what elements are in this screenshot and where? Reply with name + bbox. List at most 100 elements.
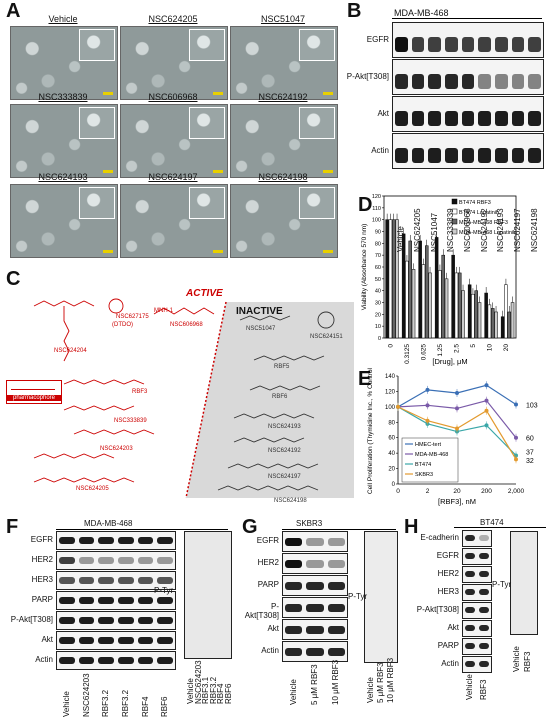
panel-b-band [511, 147, 525, 164]
active-compound-name: RBF3 [132, 389, 148, 395]
panel-g-band [285, 604, 303, 612]
panel-h-blot-strip [462, 530, 492, 547]
panel-f-row-label: HER2 [31, 555, 53, 564]
scale-bar [103, 250, 113, 253]
scale-bar [213, 92, 223, 95]
panel-f-blot-strip [56, 631, 176, 650]
panel-g-row-label: P-Akt[T308] [244, 602, 279, 620]
bar [494, 311, 498, 339]
panel-h-band [479, 607, 489, 613]
micrograph-label: NSC51047 [260, 14, 306, 24]
panel-f-band [157, 537, 173, 544]
panel-g-band [327, 560, 345, 568]
x-tick-label: 2,000 [508, 488, 525, 495]
active-compound-name: NSC624203 [100, 446, 133, 452]
panel-b-lane-label: Vehicle [396, 226, 406, 252]
panel-b-band [461, 36, 475, 53]
panel-b-lane-label: NSC624192 [479, 208, 489, 252]
x-tick-label: 0.3125 [404, 344, 411, 364]
bar [500, 316, 505, 339]
panel-h-ptyr-label: P-Tyr [492, 580, 512, 589]
scale-bar [323, 170, 333, 173]
inactive-compound-name: NSC624198 [274, 498, 307, 504]
panel-f-band [78, 577, 95, 584]
panel-f-blot-strip [56, 611, 176, 630]
panel-f-row-label: EGFR [30, 535, 53, 544]
y-tick-label: 110 [372, 206, 381, 212]
end-value-label: 60 [526, 436, 534, 443]
panel-h-ptyr-blot [510, 531, 538, 635]
panel-b-band [445, 36, 458, 53]
bar [458, 272, 462, 339]
panel-b-band [528, 147, 541, 164]
panel-b-band [528, 73, 541, 90]
panel-b-band [461, 73, 475, 90]
panel-f-band [118, 597, 134, 604]
panel-f-row-label: P-Akt[T308] [10, 615, 53, 624]
panel-b-band [428, 36, 441, 53]
panel-g-title: SKBR3 [296, 519, 323, 528]
panel-g-band [285, 648, 303, 656]
bar [438, 270, 442, 339]
panel-f-band [59, 657, 75, 664]
inactive-compound-name: RBF6 [272, 394, 288, 400]
panel-b-band [428, 73, 441, 90]
panel-b-row-label: P-Akt[T308] [346, 71, 389, 81]
panel-g-band [327, 648, 345, 656]
panel-f-band [78, 657, 95, 664]
bar [385, 219, 389, 339]
bar [471, 293, 475, 339]
active-label: ACTIVE [186, 288, 223, 299]
panel-f-lane-label: Vehicle [61, 691, 71, 717]
micrograph-inset [299, 107, 335, 139]
panel-g-blot-strip [282, 641, 348, 662]
bar [418, 240, 422, 339]
panel-b-band [495, 36, 508, 53]
bar [401, 233, 406, 339]
panel-g-row-label: EGFR [256, 536, 279, 545]
panel-b-row-label: Akt [377, 108, 389, 118]
scale-bar [103, 92, 113, 95]
panel-b-band [395, 110, 408, 127]
panel-g-band [285, 626, 303, 634]
inactive-compound-name: NSC624192 [268, 448, 301, 454]
micrograph-image [230, 26, 338, 100]
panel-b-band [478, 110, 491, 127]
y-axis-label: Viability (Absorbance 570 nm) [361, 224, 368, 311]
active-compound-name: NSC606968 [170, 322, 203, 328]
micrograph-image [120, 26, 228, 100]
legend-label: MDA-MB-468 RBF3 [459, 220, 508, 226]
y-tick-label: 80 [388, 420, 395, 426]
panel-g-band [306, 582, 324, 590]
panel-f-blot-strip [56, 651, 176, 670]
panel-g-ptyr-label: P-Tyr [348, 592, 368, 601]
micrograph-label: NSC606968 [148, 92, 198, 102]
bar [467, 284, 472, 339]
x-tick-label: 10 [486, 344, 493, 352]
panel-f-blot-strip [56, 551, 176, 570]
inactive-compound-name: NSC624193 [268, 424, 301, 430]
panel-label-c: C [6, 268, 21, 290]
active-molecules [33, 298, 215, 483]
panel-h-blot-strip [462, 584, 492, 601]
panel-f-row-label: HER3 [31, 575, 53, 584]
bar [408, 240, 412, 339]
active-compound-name: MNH-1 [154, 308, 173, 314]
panel-g-blot-strip [282, 553, 348, 574]
x-axis-label: [Drug], μM [432, 357, 467, 366]
panel-h-row-label: E-cadherin [420, 533, 459, 542]
panel-b-row-label: EGFR [366, 34, 389, 44]
panel-f-band [59, 537, 75, 544]
panel-h-band [465, 589, 475, 595]
panel-h-band [465, 535, 475, 541]
panel-b-band [478, 36, 491, 53]
inactive-compound-name: NSC624197 [268, 474, 301, 480]
end-value-label: 103 [526, 403, 538, 410]
panel-f-band [118, 577, 134, 584]
panel-h-row-label: P-Akt[T308] [416, 605, 459, 614]
x-tick-label: 20 [503, 344, 510, 352]
bar [507, 311, 511, 339]
micrograph-image [230, 184, 338, 258]
